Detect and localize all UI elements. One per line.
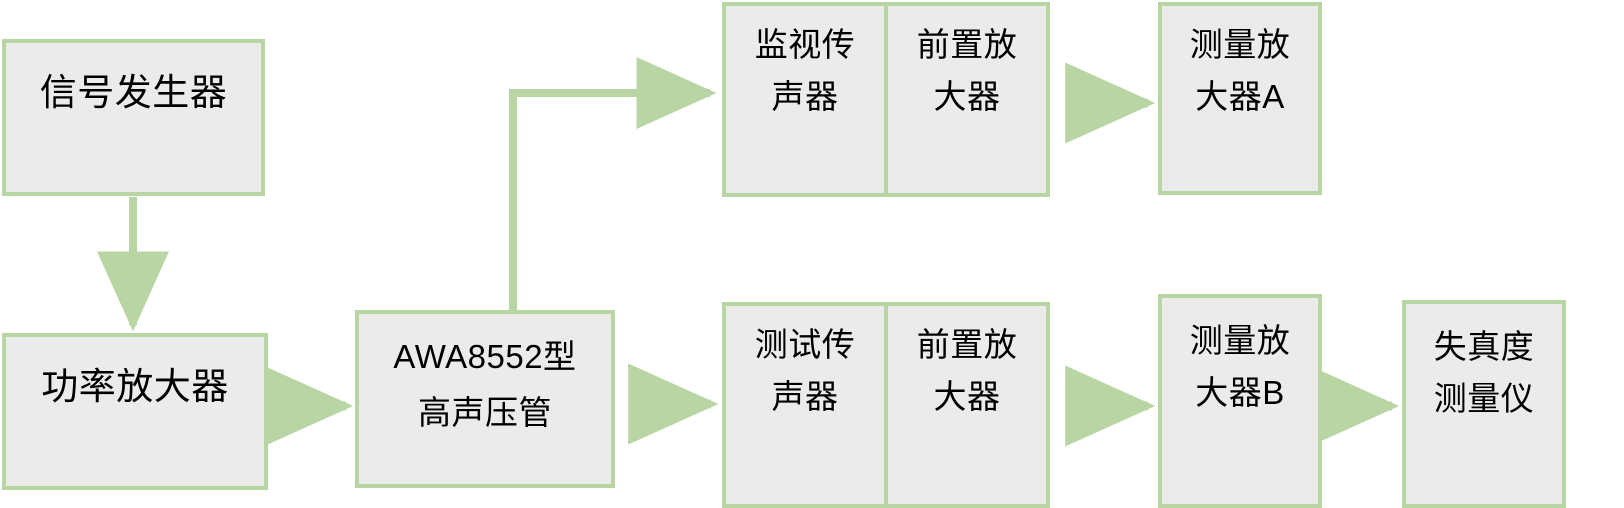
node-label-line-2: 声器 [771,78,839,116]
node-pair-monitor: 监视传 声器 前置放 大器 [722,2,1050,197]
node-label-line-1: 测量放 [1189,322,1291,359]
node-preamplifier-bottom[interactable]: 前置放 大器 [886,302,1050,508]
node-label-line-1: 监视传 [754,26,856,63]
node-label-line-2: 高声压管 [418,394,552,432]
node-awa8552-high-pressure-tube[interactable]: AWA8552型 高声压管 [355,310,615,488]
node-label-line-2: 大器 [933,378,1001,416]
node-monitor-microphone[interactable]: 监视传 声器 [722,2,886,197]
node-label-line-2: 声器 [771,378,839,416]
node-test-microphone[interactable]: 测试传 声器 [722,302,886,508]
node-label-line-1: 测量放 [1189,26,1291,63]
node-signal-generator[interactable]: 信号发生器 [2,39,265,196]
node-label-line-2: 大器A [1195,78,1285,116]
node-label-line-2: 测量仪 [1433,380,1535,418]
node-label-line-1: 失真度 [1433,328,1535,365]
node-label-line-2: 大器 [933,78,1001,116]
node-label-line-1: AWA8552型 [393,338,577,375]
node-measuring-amplifier-b[interactable]: 测量放 大器B [1158,294,1322,508]
node-label-line-1: 前置放 [916,26,1018,63]
node-label-line: 信号发生器 [39,72,228,113]
connector-tube-to-monitor [509,57,717,310]
node-label-line-1: 前置放 [916,326,1018,363]
node-label-line-1: 测试传 [754,326,856,363]
node-measuring-amplifier-a[interactable]: 测量放 大器A [1158,2,1322,195]
node-power-amplifier[interactable]: 功率放大器 [2,333,268,490]
node-distortion-meter[interactable]: 失真度 测量仪 [1402,300,1566,508]
node-preamplifier-top[interactable]: 前置放 大器 [886,2,1050,197]
node-label-line: 功率放大器 [41,366,229,407]
node-pair-test: 测试传 声器 前置放 大器 [722,302,1050,508]
node-label-line-2: 大器B [1195,374,1285,412]
